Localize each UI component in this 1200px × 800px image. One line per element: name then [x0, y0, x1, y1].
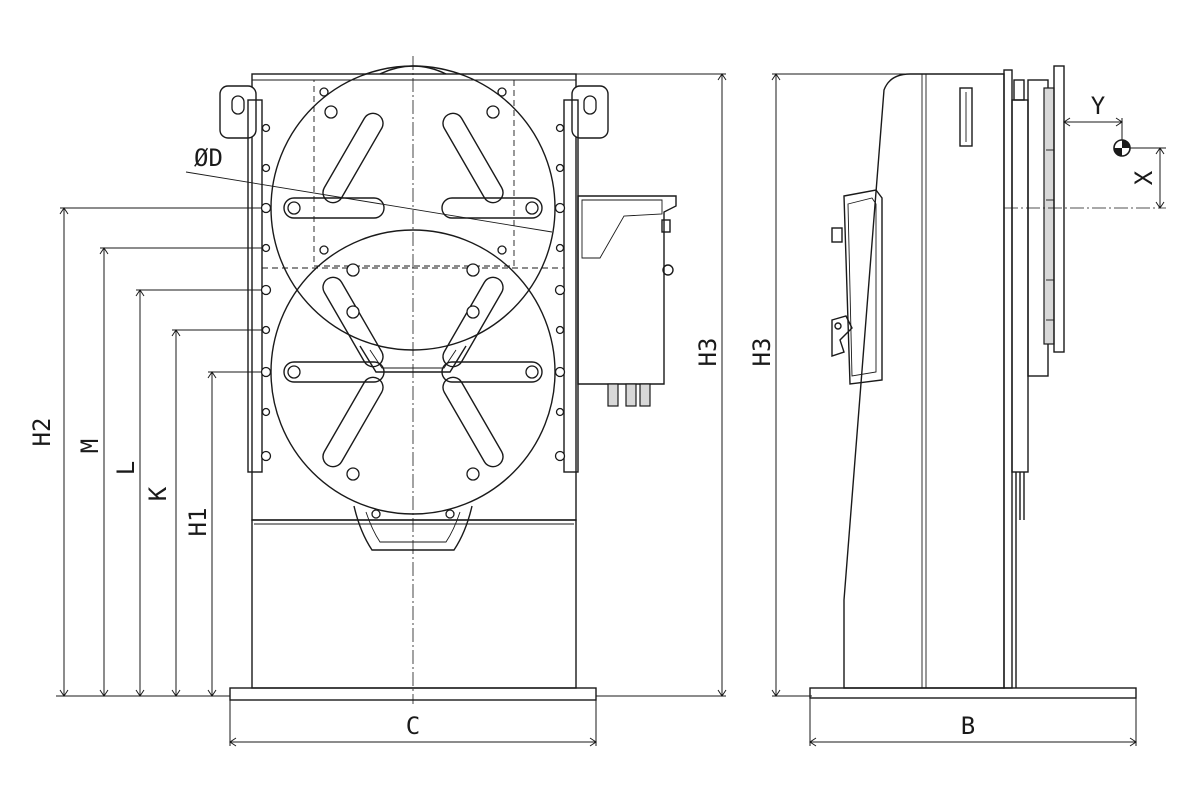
control-box	[577, 195, 677, 385]
table-lower-position	[270, 229, 556, 515]
front-view	[185, 56, 677, 704]
dim-label-h2: H2	[28, 418, 56, 447]
dim-label-diameter: ØD	[194, 144, 223, 172]
dim-label-y: Y	[1091, 92, 1106, 120]
center-of-gravity-symbol	[1113, 139, 1131, 157]
side-base-plate	[809, 687, 1137, 699]
right-lifting-lug	[571, 85, 609, 139]
cable-connectors	[607, 383, 651, 407]
side-control-box	[831, 189, 883, 385]
dim-label-c: C	[406, 712, 420, 740]
front-left-rail	[247, 99, 263, 473]
dim-label-k: K	[144, 486, 172, 501]
dim-label-l: L	[112, 461, 140, 475]
side-dimensions: H3 B Y X	[748, 73, 1166, 747]
side-view	[809, 65, 1166, 699]
rail-bolts	[260, 123, 566, 462]
dim-label-x: X	[1130, 170, 1158, 185]
side-faceplate	[1053, 65, 1065, 353]
side-body	[843, 73, 1005, 689]
front-column	[251, 519, 577, 689]
side-mount-plate	[1003, 69, 1013, 689]
dim-label-h3-front: H3	[694, 338, 722, 367]
left-lifting-lug	[219, 85, 257, 139]
diameter-leader	[185, 171, 553, 233]
dim-label-h1: H1	[184, 508, 212, 537]
upper-bracket-outline	[313, 79, 515, 267]
dim-label-m: M	[76, 439, 104, 453]
front-dimensions: H2 M L K H1 H3 C ØD	[28, 73, 727, 747]
dim-label-h3-side: H3	[748, 338, 776, 367]
front-housing	[251, 73, 577, 521]
dim-label-b: B	[961, 712, 975, 740]
